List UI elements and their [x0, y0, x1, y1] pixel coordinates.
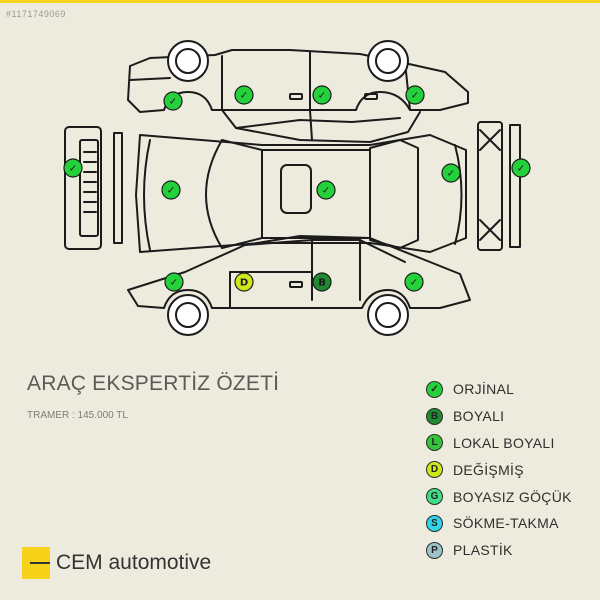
marker-code: ✓: [170, 278, 178, 289]
marker-front-right-fender: ✓: [164, 272, 184, 292]
legend-dot: L: [426, 434, 443, 452]
marker-front-left-fender: ✓: [163, 91, 183, 111]
marker-front-left-door: ✓: [234, 85, 254, 105]
marker-hood: ✓: [161, 180, 181, 200]
legend-label: PLASTİK: [453, 542, 513, 559]
marker-dot: [63, 158, 83, 178]
marker-dot: [164, 272, 184, 292]
legend-dot: ✓: [426, 380, 443, 398]
brand: CEM automotive: [22, 545, 211, 581]
legend-item: ✓ ORJİNAL: [426, 376, 572, 403]
marker-code: ✓: [517, 164, 525, 175]
right-side-body-outline: [127, 235, 471, 309]
marker-dot: [234, 272, 254, 292]
marker-dot: [161, 180, 181, 200]
tramer-amount: TRAMER : 145.000 TL: [27, 410, 128, 421]
brand-name: CEM automotive: [56, 551, 212, 574]
marker-rear-bumper: ✓: [511, 158, 531, 178]
marker-code: ✓: [240, 91, 248, 102]
top-view-body-outline: [135, 134, 467, 253]
legend-code: P: [431, 544, 438, 556]
legend-item: D DEĞİŞMİŞ: [426, 456, 572, 483]
marker-rear-right-door: B: [312, 272, 332, 292]
marker-rear-right-fender: ✓: [404, 272, 424, 292]
legend-item: P PLASTİK: [426, 537, 572, 564]
marker-dot: [316, 180, 336, 200]
car-diagram: ✓ ✓ ✓ ✓ ✓ ✓ ✓ ✓ ✓ ✓ D B ✓: [63, 40, 531, 336]
marker-front-bumper: ✓: [63, 158, 83, 178]
legend-code: D: [430, 464, 439, 476]
legend-dot: G: [426, 488, 443, 506]
legend-label: BOYASIZ GÖÇÜK: [453, 488, 572, 505]
marker-front-right-door: D: [234, 272, 254, 292]
legend-code: B: [430, 410, 439, 422]
marker-code: ✓: [69, 164, 77, 175]
marker-code: D: [240, 278, 248, 289]
top-accent-bar: [0, 0, 600, 3]
report-title: ARAÇ EKSPERTİZ ÖZETİ: [27, 372, 280, 395]
legend-item: B BOYALI: [426, 403, 572, 430]
marker-code: ✓: [167, 186, 175, 197]
legend-code: L: [431, 437, 438, 449]
marker-dot: [404, 272, 424, 292]
image-reference: #1171749069: [6, 9, 66, 19]
legend-label: LOKAL BOYALI: [453, 434, 555, 451]
marker-code: ✓: [322, 186, 330, 197]
marker-dot: [312, 85, 332, 105]
left-side-roofline: [221, 109, 421, 143]
legend-code: G: [430, 491, 439, 503]
marker-dot: [511, 158, 531, 178]
brand-logo-icon: [22, 547, 50, 579]
marker-trunk: ✓: [441, 163, 461, 183]
marker-dot: [405, 85, 425, 105]
marker-code: ✓: [318, 91, 326, 102]
marker-dot: [163, 91, 183, 111]
marker-rear-left-fender: ✓: [405, 85, 425, 105]
legend: ✓ ORJİNAL B BOYALI L LOKAL BOYALI D DEĞİŞMİŞ…: [426, 376, 572, 564]
legend-item: G BOYASIZ GÖÇÜK: [426, 483, 572, 510]
legend-label: DEĞİŞMİŞ: [453, 461, 524, 478]
marker-dot: [234, 85, 254, 105]
marker-code: ✓: [447, 169, 455, 180]
legend-dot: P: [426, 541, 443, 559]
legend-code: ✓: [430, 383, 439, 395]
marker-code: ✓: [169, 97, 177, 108]
marker-dot: [312, 272, 332, 292]
legend-dot: B: [426, 407, 443, 425]
legend-dot: D: [426, 461, 443, 479]
marker-code: ✓: [410, 278, 418, 289]
marker-code: B: [318, 278, 326, 289]
legend-item: L LOKAL BOYALI: [426, 430, 572, 457]
damage-markers: ✓ ✓ ✓ ✓ ✓ ✓ ✓ ✓ ✓ ✓ D B ✓: [63, 85, 531, 292]
legend-dot: S: [426, 514, 443, 532]
legend-label: BOYALI: [453, 408, 505, 425]
legend-code: S: [431, 517, 438, 529]
marker-dot: [441, 163, 461, 183]
marker-code: ✓: [411, 91, 419, 102]
marker-roof: ✓: [316, 180, 336, 200]
legend-label: SÖKME-TAKMA: [453, 515, 559, 532]
legend-label: ORJİNAL: [453, 381, 515, 398]
legend-item: S SÖKME-TAKMA: [426, 510, 572, 537]
marker-rear-left-door: ✓: [312, 85, 332, 105]
